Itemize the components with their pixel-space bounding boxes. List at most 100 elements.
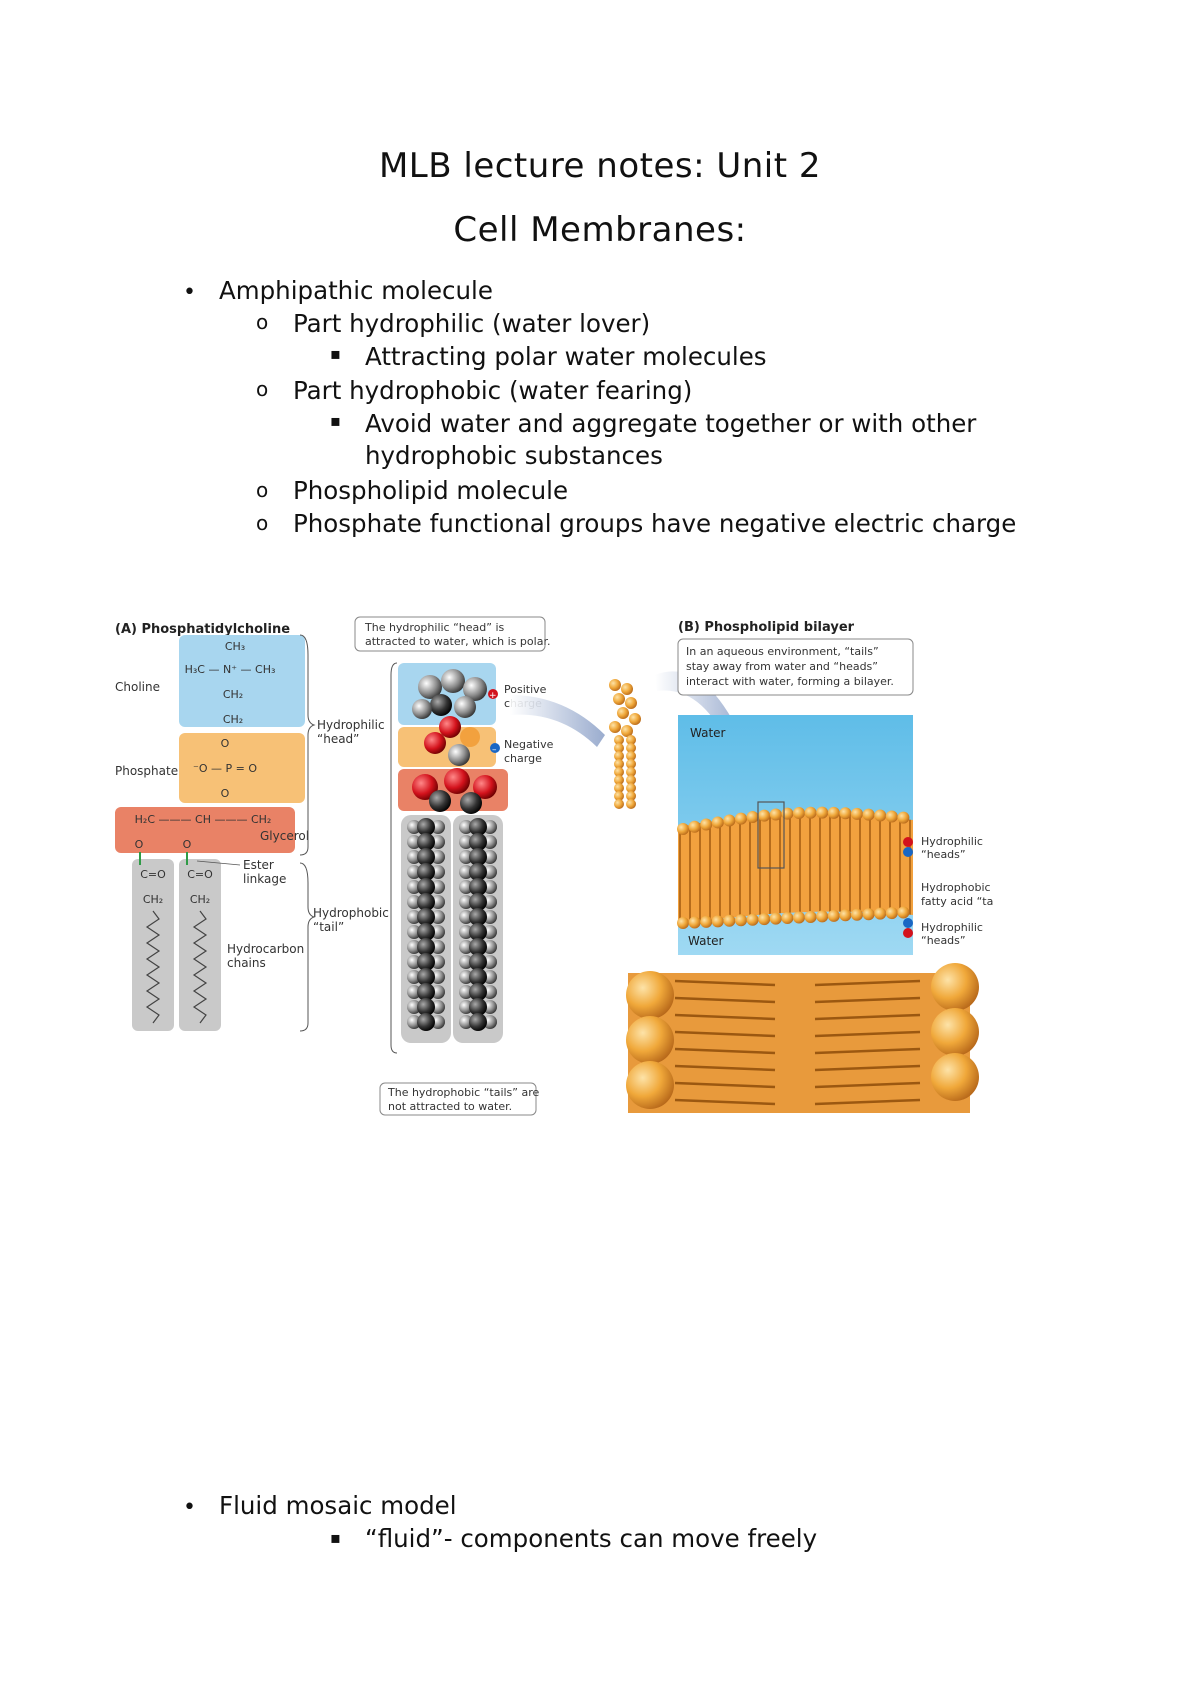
bullet-marker: o bbox=[256, 478, 269, 502]
lipid-head bbox=[781, 807, 794, 820]
lipid-head bbox=[688, 820, 701, 833]
panel-b-title: (B) Phospholipid bilayer bbox=[678, 620, 855, 635]
carbon-atom bbox=[417, 908, 435, 926]
head-ball bbox=[621, 725, 633, 737]
hydrogen-atom bbox=[459, 865, 473, 879]
hydrogen-atom bbox=[407, 910, 421, 924]
lipid-tail bbox=[814, 1064, 921, 1072]
carbon-atom bbox=[469, 893, 487, 911]
tail-ball bbox=[614, 775, 624, 785]
lipid-head bbox=[862, 808, 875, 821]
hydrogen-atom bbox=[483, 880, 497, 894]
hydrogen-atom bbox=[431, 850, 445, 864]
tail-callout: not attracted to water. bbox=[388, 1100, 512, 1113]
lipid-head bbox=[769, 808, 782, 821]
hydrogen-atom bbox=[483, 850, 497, 864]
hydrogen-atom bbox=[407, 865, 421, 879]
formula-text: C=O bbox=[140, 868, 166, 881]
lipid-head bbox=[897, 811, 910, 824]
lipid-head bbox=[711, 816, 724, 829]
lipid-head bbox=[746, 811, 759, 824]
bullet-marker: o bbox=[256, 310, 269, 334]
lipid-head bbox=[781, 912, 794, 925]
formula-text: O bbox=[221, 737, 230, 750]
hydrogen-atom bbox=[431, 835, 445, 849]
lipid-tail bbox=[674, 1081, 776, 1089]
hydrogen-atom bbox=[431, 970, 445, 984]
hydrophilic-head-label: “head” bbox=[317, 732, 359, 746]
hydrogen-atom bbox=[459, 835, 473, 849]
lipid-head bbox=[874, 809, 887, 822]
carbon-atom bbox=[469, 818, 487, 836]
tail-ball bbox=[614, 751, 624, 761]
hydrogen-atom bbox=[483, 970, 497, 984]
lipid-head bbox=[839, 909, 852, 922]
lipid-tail bbox=[674, 979, 776, 987]
list-item: Amphipathic molecule bbox=[219, 276, 493, 305]
tail-ball bbox=[614, 759, 624, 769]
head-callout: attracted to water, which is polar. bbox=[365, 635, 550, 648]
lipid-head bbox=[874, 907, 887, 920]
hydrogen-atom bbox=[407, 1015, 421, 1029]
bilayer-callout: stay away from water and “heads” bbox=[686, 660, 878, 673]
lipid-tail bbox=[674, 1047, 776, 1055]
carbon-atom bbox=[417, 1013, 435, 1031]
lipid-head bbox=[723, 814, 736, 827]
head-ball bbox=[609, 721, 621, 733]
formula-text: H₃C — N⁺ — CH₃ bbox=[185, 663, 276, 676]
bilayer-tails bbox=[678, 813, 913, 925]
hydrophilic-heads-label: Hydrophilic bbox=[921, 921, 983, 934]
carbon-atom bbox=[469, 938, 487, 956]
hydrogen-atom bbox=[431, 910, 445, 924]
lipid-head bbox=[885, 907, 898, 920]
hydrogen-atom bbox=[483, 940, 497, 954]
head-ball bbox=[613, 693, 625, 705]
hydrogen-atom bbox=[431, 925, 445, 939]
svg-text:–: – bbox=[492, 745, 497, 755]
bullet-marker: o bbox=[256, 511, 269, 535]
hydrogen-atom bbox=[431, 895, 445, 909]
choline-region bbox=[179, 635, 305, 727]
tail-ball bbox=[626, 751, 636, 761]
carbon-atom bbox=[469, 848, 487, 866]
carbon-atom bbox=[469, 983, 487, 1001]
lipid-head bbox=[758, 809, 771, 822]
lipid-tail bbox=[674, 996, 776, 1004]
hydrogen-atom bbox=[483, 895, 497, 909]
hydrogen-atom bbox=[483, 985, 497, 999]
lipid-head bbox=[793, 807, 805, 820]
lipid-tail bbox=[674, 1030, 776, 1038]
lipid-tail bbox=[814, 1047, 921, 1055]
hydrogen-atom bbox=[459, 820, 473, 834]
hydrogen-atom bbox=[407, 835, 421, 849]
hydrogen-atom bbox=[459, 895, 473, 909]
phosphate-label: Phosphate bbox=[115, 764, 178, 778]
tail-ball bbox=[614, 767, 624, 777]
lipid-head bbox=[851, 908, 863, 921]
lipid-head bbox=[723, 914, 736, 927]
list-item: Phospholipid molecule bbox=[293, 476, 569, 505]
tail-ball bbox=[626, 767, 636, 777]
lipid-head bbox=[804, 910, 817, 923]
tail-ball bbox=[626, 743, 636, 753]
lipid-tail bbox=[814, 1013, 921, 1021]
hydrogen-atom bbox=[407, 880, 421, 894]
lipid-head bbox=[769, 912, 782, 925]
list-item: Attracting polar water molecules bbox=[365, 342, 767, 371]
carbon-atom bbox=[469, 908, 487, 926]
bullet-marker: ▪ bbox=[330, 344, 341, 363]
lipid-head bbox=[758, 913, 771, 926]
bilayer-closeup bbox=[628, 973, 970, 1113]
carbon-atom bbox=[469, 923, 487, 941]
hydrophilic-head-label: Hydrophilic bbox=[317, 718, 385, 732]
lipid-head bbox=[746, 913, 759, 926]
tail-ball bbox=[626, 791, 636, 801]
hydrogen-atom bbox=[459, 940, 473, 954]
hydrophilic-heads-label: “heads” bbox=[921, 934, 966, 947]
hydrogen-atom bbox=[431, 985, 445, 999]
formula-text: CH₂ bbox=[223, 688, 243, 701]
hydrogen-atom bbox=[431, 955, 445, 969]
lipid-tail bbox=[814, 1030, 921, 1038]
hydrogen-atom bbox=[407, 925, 421, 939]
carbon-atom bbox=[469, 998, 487, 1016]
